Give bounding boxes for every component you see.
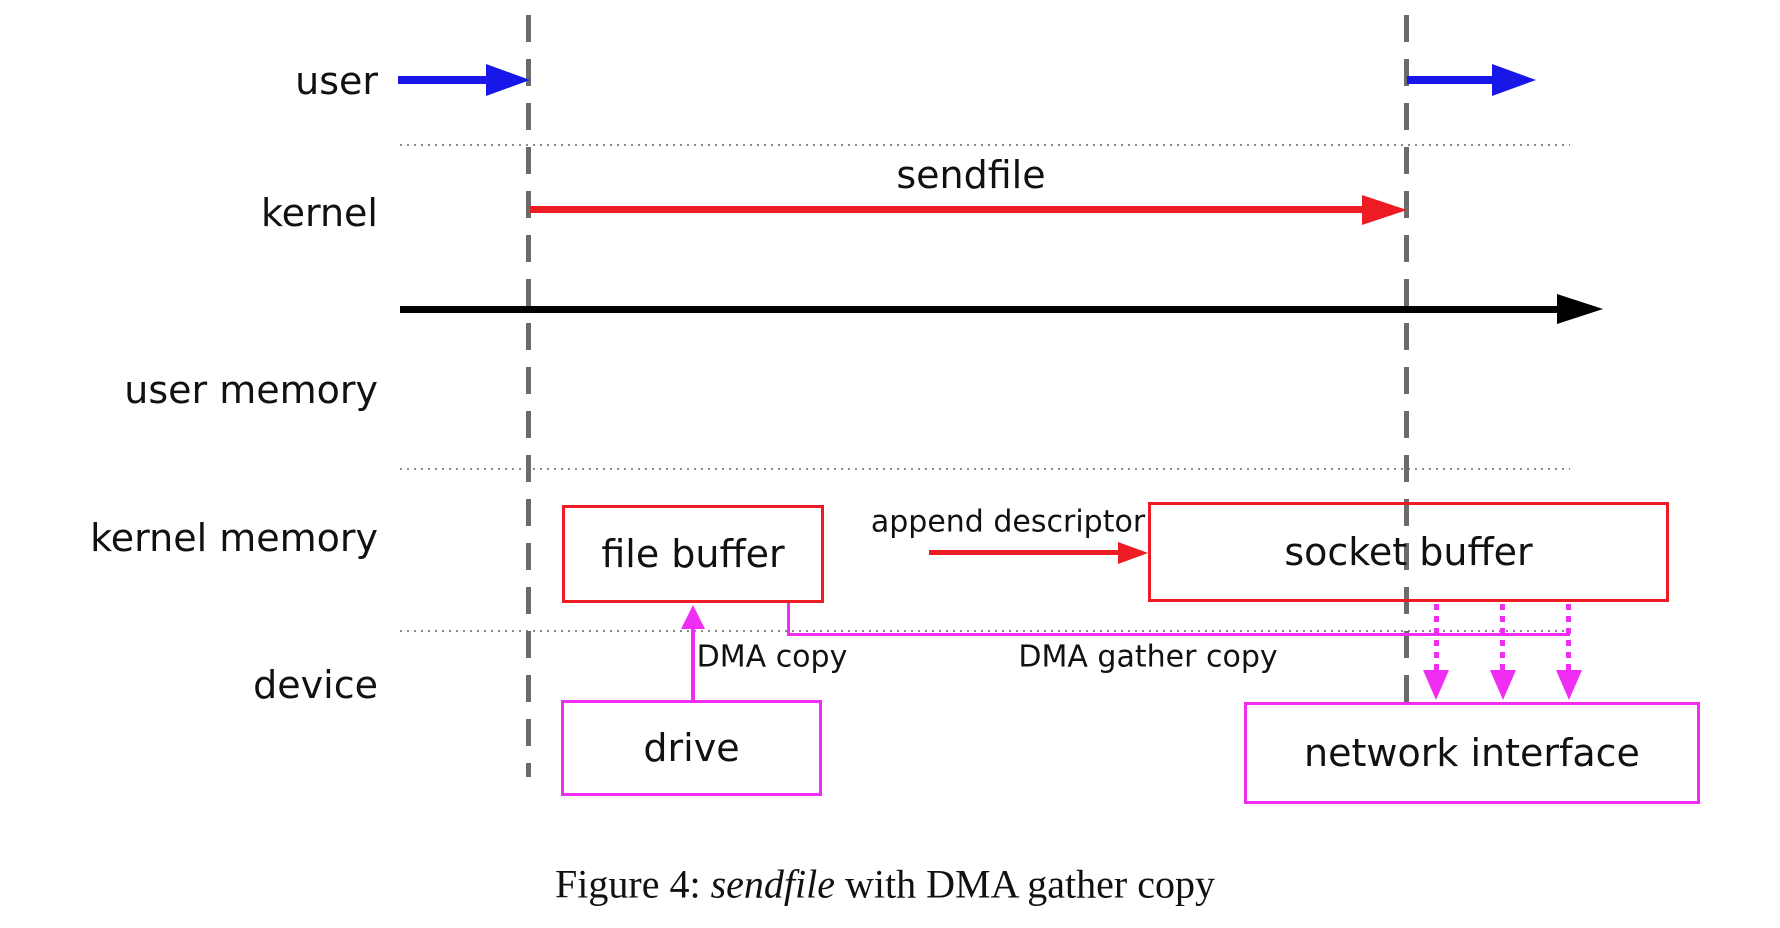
gather-arrow-1-head bbox=[1423, 670, 1449, 700]
row-label-kernel-memory: kernel memory bbox=[90, 516, 378, 561]
sendfile-label: sendfile bbox=[896, 153, 1046, 197]
user-kernel-memory-boundary-line bbox=[400, 468, 1570, 470]
row-label-user-memory: user memory bbox=[124, 368, 378, 413]
append-descriptor-arrow-shaft bbox=[929, 550, 1121, 555]
figure-caption-prefix: Figure 4: bbox=[555, 861, 711, 907]
append-descriptor-label: append descriptor bbox=[870, 504, 1146, 540]
row-label-kernel: kernel bbox=[260, 191, 378, 236]
context-switch-line-left bbox=[526, 15, 531, 777]
figure-caption-italic: sendfile bbox=[710, 861, 836, 907]
figure-caption: Figure 4: sendfile with DMA gather copy bbox=[555, 861, 1215, 908]
user-kernel-boundary-line bbox=[400, 144, 1570, 146]
dma-copy-arrow-head bbox=[681, 605, 705, 629]
gather-arrow-2-line bbox=[1500, 604, 1505, 670]
timeline-arrow-head bbox=[1557, 294, 1603, 324]
gather-arrow-1-line bbox=[1434, 604, 1439, 670]
network-interface-label: network interface bbox=[1304, 731, 1640, 775]
drive-label: drive bbox=[643, 726, 740, 770]
append-descriptor-arrow-head bbox=[1118, 542, 1148, 564]
gather-arrow-3-line bbox=[1566, 604, 1571, 670]
user-context-arrow-right-shaft bbox=[1407, 76, 1495, 84]
context-switch-line-right bbox=[1404, 15, 1409, 705]
file-buffer-label: file buffer bbox=[601, 532, 785, 576]
dma-gather-connector-horizontal bbox=[787, 633, 1570, 636]
file-buffer-box: file buffer bbox=[562, 505, 824, 603]
row-label-device: device bbox=[253, 663, 378, 708]
row-label-user: user bbox=[295, 59, 378, 104]
kernel-memory-device-boundary-line bbox=[400, 630, 1570, 632]
gather-arrow-3-head bbox=[1556, 670, 1582, 700]
user-context-arrow-left-shaft bbox=[398, 76, 490, 84]
sendfile-arrow-shaft bbox=[530, 206, 1366, 213]
sendfile-arrow-head bbox=[1362, 195, 1407, 225]
network-interface-box: network interface bbox=[1244, 702, 1700, 804]
socket-buffer-label: socket buffer bbox=[1284, 530, 1533, 574]
dma-copy-label: DMA copy bbox=[696, 639, 848, 675]
gather-arrow-2-head bbox=[1490, 670, 1516, 700]
drive-box: drive bbox=[561, 700, 822, 796]
dma-copy-arrow-shaft bbox=[691, 626, 695, 700]
dma-gather-copy-label: DMA gather copy bbox=[1018, 639, 1278, 675]
timeline-arrow-shaft bbox=[400, 306, 1560, 313]
user-context-arrow-left-head bbox=[486, 64, 530, 96]
dma-gather-connector-vertical bbox=[787, 603, 790, 636]
user-context-arrow-right-head bbox=[1492, 64, 1536, 96]
figure-caption-suffix: with DMA gather copy bbox=[835, 861, 1215, 907]
socket-buffer-box: socket buffer bbox=[1148, 502, 1669, 602]
